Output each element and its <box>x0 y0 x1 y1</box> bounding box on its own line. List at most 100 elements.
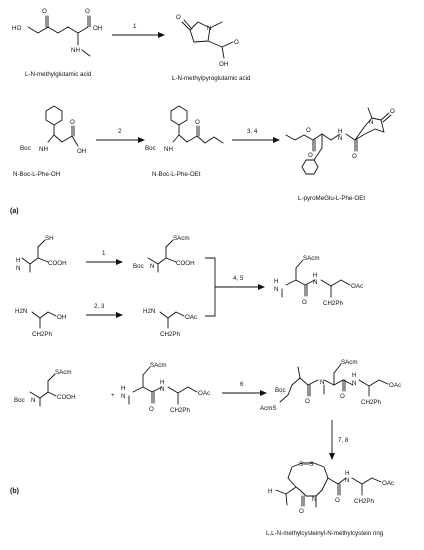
atom-oh: OH <box>219 61 228 68</box>
structure-n-boc-phe-oet: Boc NH O <box>145 105 224 153</box>
compound-name-cyclic-product: L,L-N-methylcysteinyl-N-methylcystein ri… <box>266 530 384 537</box>
atom-n: N <box>313 279 317 286</box>
atom-sacm: SAcm <box>303 255 320 262</box>
structure-n-methylpyroglutamic-acid: O N O OH <box>176 14 239 68</box>
atom-sacm: SAcm <box>150 362 167 369</box>
step-label: 6 <box>240 381 244 388</box>
atom-n: N <box>352 380 356 387</box>
atom-o: O <box>305 398 310 405</box>
atom-h: H <box>352 372 356 379</box>
reaction-arrow-icon <box>86 312 123 318</box>
atom-ch2ph: CH2Ph <box>361 399 382 406</box>
atom-ch2ph: CH2Ph <box>160 331 181 338</box>
atom-o: O <box>352 153 357 160</box>
atom-h: H <box>313 272 317 279</box>
atom-n: N <box>160 386 164 393</box>
step-label: 3, 4 <box>247 128 258 135</box>
structure-n-methylglutamic-acid: O O HO OH NH <box>12 8 102 57</box>
atom-o: O <box>70 119 75 126</box>
atom-ch2ph: CH2Ph <box>32 331 53 338</box>
step-label: 1 <box>102 250 106 257</box>
atom-o: O <box>149 406 154 413</box>
atom-h: H <box>160 379 164 386</box>
reaction-arrow-icon <box>222 390 267 396</box>
atom-nh: NH <box>71 47 80 54</box>
compound-name-n-methylpyroglutamic-acid: L-N-methylpyroglutamic acid <box>172 75 251 82</box>
structure-phenylalaninol-oac: H2N OAc CH2Ph <box>143 308 197 338</box>
panel-label-a: (a) <box>10 208 19 215</box>
atom-nh: NH <box>39 146 48 153</box>
compound-name-n-methylglutamic-acid: L-N-methylglutamic acid <box>25 71 92 78</box>
atom-n: N <box>369 119 373 126</box>
structure-boc-mecys-acm: SAcm Boc N COOH <box>133 235 195 273</box>
atom-ss: S—S <box>299 461 313 468</box>
structure-n-methylcysteine: SH H N COOH <box>16 235 67 273</box>
atom-n: N <box>338 135 342 142</box>
atom-o: O <box>42 8 47 15</box>
atom-boc: Boc <box>14 397 25 404</box>
atom-n: N <box>320 379 324 386</box>
compound-name-pyromeglu-phe-oet: L-pyroMeGlu-L-Phe-OEt <box>298 195 365 202</box>
atom-ho: HO <box>12 25 21 32</box>
atom-n: N <box>31 397 35 404</box>
atom-h: H <box>274 278 278 285</box>
step-label: 4, 5 <box>233 275 244 282</box>
atom-oh: OH <box>77 148 86 155</box>
atom-o: O <box>85 8 90 15</box>
atom-o: O <box>335 497 340 504</box>
atom-h2n: H2N <box>15 308 27 315</box>
atom-n: N <box>312 496 316 503</box>
atom-o: O <box>306 127 311 134</box>
step-label: 7, 8 <box>338 437 349 444</box>
atom-n: N <box>207 25 211 32</box>
reaction-arrow-icon <box>112 32 165 38</box>
atom-ch2ph: CH2Ph <box>323 300 344 307</box>
structure-phenylalaninol: H2N OH CH2Ph <box>15 308 66 338</box>
compound-name-n-boc-phe-oh: N-Boc-L-Phe-OH <box>13 171 60 178</box>
atom-sacm: SAcm <box>173 235 190 242</box>
atom-acms: AcmS <box>260 405 277 412</box>
merge-bracket-arrow-icon <box>205 257 265 317</box>
atom-boc: Boc <box>133 263 144 270</box>
atom-oac: OAc <box>389 382 401 389</box>
reaction-arrow-icon <box>86 259 123 265</box>
down-arrow-icon <box>329 420 335 460</box>
structure-n-boc-phe-oh: Boc NH O OH <box>20 105 86 155</box>
atom-nh: NH <box>164 146 173 153</box>
atom-o: O <box>176 14 181 21</box>
step-label: 1 <box>133 23 137 30</box>
atom-ch2ph: CH2Ph <box>354 498 375 505</box>
atom-o: O <box>234 39 239 46</box>
atom-sacm: SAcm <box>341 359 358 366</box>
atom-oh: OH <box>57 314 66 321</box>
structure-cyclic-product: S—S H O N O H N OAc CH2Ph <box>268 461 394 515</box>
atom-o: O <box>340 393 345 400</box>
structure-linear-intermediate: Boc AcmS O N SAcm O H N OAc CH2Ph <box>260 359 401 412</box>
atom-o: O <box>390 108 395 115</box>
atom-cooh: COOH <box>176 260 195 267</box>
structure-mecys-phenylalaninol-dipeptide: SAcm H N H N O OAc CH2Ph <box>274 255 363 307</box>
atom-oac: OAc <box>382 480 394 487</box>
reaction-arrow-icon <box>232 137 280 143</box>
atom-h: H <box>345 470 349 477</box>
structure-pyromeglu-phe-oet: O O H N O N O <box>285 107 395 175</box>
structure-mecys-phenylalaninol-dipeptide: SAcm H N H N O OAc CH2Ph <box>121 362 210 414</box>
reaction-arrow-icon <box>96 137 145 143</box>
atom-ch2ph: CH2Ph <box>170 407 191 414</box>
atom-h2n: H2N <box>143 308 155 315</box>
atom-n: N <box>345 477 349 484</box>
atom-boc: Boc <box>145 145 156 152</box>
plus-sign: + <box>111 392 115 399</box>
atom-cooh: COOH <box>48 260 67 267</box>
atom-o: O <box>302 299 307 306</box>
atom-boc: Boc <box>275 387 286 394</box>
atom-oh: OH <box>93 25 102 32</box>
structure-boc-mecys-acm: SAcm Boc N COOH <box>14 369 76 407</box>
atom-boc: Boc <box>20 145 31 152</box>
atom-n: N <box>150 263 154 270</box>
atom-n: N <box>121 393 125 400</box>
atom-n: N <box>16 265 20 272</box>
atom-cooh: COOH <box>57 394 76 401</box>
panel-label-b: (b) <box>10 488 19 495</box>
